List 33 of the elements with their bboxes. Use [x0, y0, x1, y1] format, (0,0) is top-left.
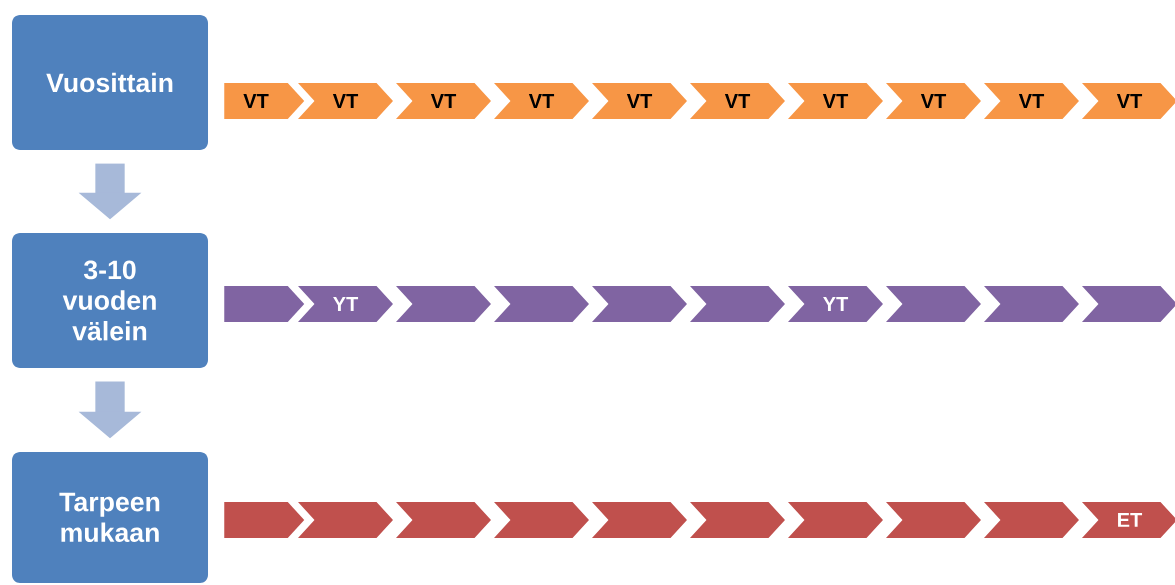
timeline-segment: VT: [984, 83, 1079, 119]
timeline-segment: VT: [298, 83, 393, 119]
timeline-segment: VT: [690, 83, 785, 119]
timeline-segment: VT: [494, 83, 589, 119]
timeline-segment: [396, 286, 491, 322]
timeline-segment: [494, 502, 589, 538]
category-box: Vuosittain: [12, 15, 208, 150]
timeline-segment: YT: [298, 286, 393, 322]
timeline-segment: [984, 502, 1079, 538]
timeline-segment: [886, 286, 981, 322]
timeline-segment: VT: [224, 83, 305, 119]
timeline-segment: ET: [1082, 502, 1175, 538]
timeline-segment: [494, 286, 589, 322]
timeline-segment: VT: [1082, 83, 1175, 119]
timeline-segment: YT: [788, 286, 883, 322]
timeline-segment: VT: [396, 83, 491, 119]
timeline-segment: VT: [886, 83, 981, 119]
timeline-segment: [592, 286, 687, 322]
timeline-segment: [886, 502, 981, 538]
timeline-segment: [224, 286, 305, 322]
timeline-segment: VT: [592, 83, 687, 119]
timeline-segment: [690, 502, 785, 538]
timeline-segment: [1082, 286, 1175, 322]
timeline-segment: [224, 502, 305, 538]
timeline-segment: [984, 286, 1079, 322]
timeline-segment: [690, 286, 785, 322]
timeline-segment: VT: [788, 83, 883, 119]
timeline-segment: [298, 502, 393, 538]
timeline-segment: [592, 502, 687, 538]
category-box: 3-10 vuoden välein: [12, 233, 208, 368]
timeline-segment: [396, 502, 491, 538]
timeline-segment: [788, 502, 883, 538]
category-box: Tarpeen mukaan: [12, 452, 208, 583]
